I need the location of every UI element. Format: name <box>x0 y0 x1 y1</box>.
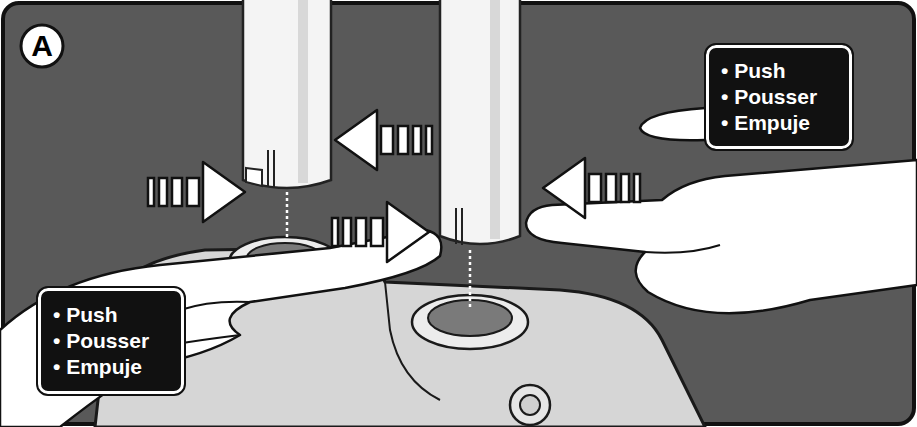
push-arrow <box>332 202 429 262</box>
instruction-text: • Empuje <box>721 110 837 136</box>
instruction-text: • Pousser <box>53 328 169 354</box>
finger-line <box>645 245 720 253</box>
instruction-text: • Pousser <box>721 84 837 110</box>
alignment-line <box>286 192 289 240</box>
instruction-callout: • Push• Pousser• Empuje <box>706 45 852 149</box>
button-socket <box>412 295 528 349</box>
instruction-text: • Empuje <box>53 354 169 380</box>
left-hand <box>0 230 441 427</box>
instruction-text: • Push <box>53 302 169 328</box>
tube-shading <box>298 0 308 183</box>
knob <box>510 385 550 425</box>
tube-shading <box>490 0 500 239</box>
push-arrow <box>543 158 640 218</box>
tube <box>440 0 520 244</box>
tube <box>243 0 331 188</box>
instruction-callout: • Push• Pousser• Empuje <box>38 288 184 394</box>
tube-tab <box>246 168 262 186</box>
right-thumb <box>640 108 705 140</box>
push-arrow <box>335 110 432 170</box>
tube-slot <box>268 150 274 187</box>
knob-center <box>520 395 540 415</box>
instruction-text: • Push <box>721 58 837 84</box>
step-letter-text: A <box>18 22 66 70</box>
step-letter: A <box>18 22 66 70</box>
push-arrow <box>148 162 245 222</box>
tube-slot <box>456 208 462 245</box>
alignment-line <box>469 250 472 310</box>
